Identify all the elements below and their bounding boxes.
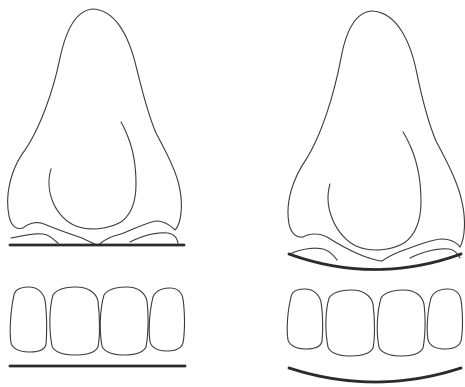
right-nose	[288, 11, 464, 261]
right-tooth-2	[326, 290, 375, 356]
left-nose-inner-curve	[49, 122, 136, 229]
left-tooth-3	[100, 287, 148, 355]
right-tooth-3	[377, 290, 425, 356]
right-teeth-row	[287, 289, 462, 356]
left-nose-right-alar-lobe	[130, 233, 178, 243]
left-tooth-1	[10, 287, 46, 352]
left-teeth-row	[10, 287, 184, 355]
right-nose-inner-curve	[328, 132, 421, 250]
left-nose	[8, 9, 182, 245]
right-tooth-4	[427, 289, 462, 349]
right-nose-outline	[288, 11, 464, 261]
left-nose-outline	[8, 9, 182, 245]
left-nose-left-alar-lobe	[11, 234, 58, 243]
left-tooth-4	[149, 288, 184, 351]
left-panel	[8, 9, 185, 366]
right-nose-baseline-curved	[289, 254, 461, 270]
right-panel	[287, 11, 464, 382]
right-tooth-1	[287, 289, 322, 349]
right-teeth-baseline-curved	[289, 368, 461, 382]
left-tooth-2	[50, 287, 100, 355]
